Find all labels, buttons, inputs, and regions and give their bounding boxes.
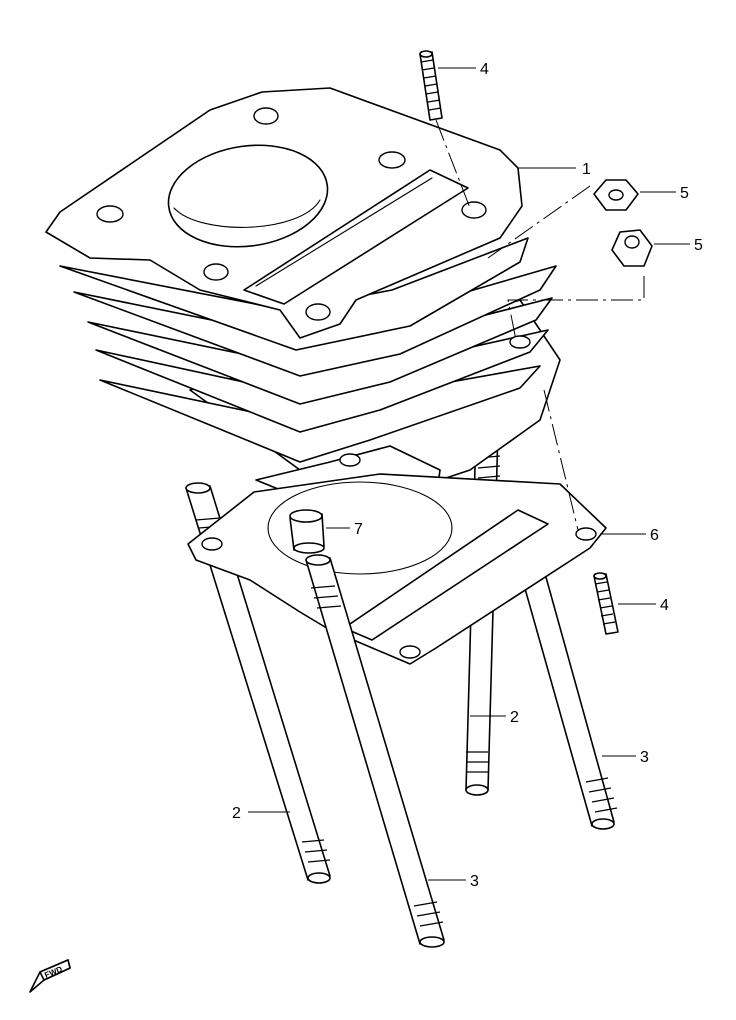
callout-3-center: 3 [470,873,479,890]
assembly-lines [435,119,645,531]
fwd-label: FWD [43,965,63,980]
cylinder-block [45,87,561,511]
stud-top [419,50,443,121]
callout-5-lower: 5 [694,237,703,254]
callout-4-top: 4 [480,61,489,78]
nut-lower [611,229,653,267]
callout-4-side: 4 [660,597,669,614]
stud-short-center [305,554,445,948]
callout-3-right: 3 [640,749,649,766]
callout-7: 7 [354,521,363,538]
callout-5-upper: 5 [680,185,689,202]
stud-side [593,572,619,635]
fwd-arrow-icon: FWD [29,959,71,993]
callout-2-right: 2 [510,709,519,726]
dowel-pin [289,509,325,554]
callout-1: 1 [582,161,591,178]
stud-long-left [185,482,331,884]
leader-lines [248,67,690,881]
callout-2-left: 2 [232,805,241,822]
callout-6: 6 [650,527,659,544]
nut-upper [593,179,639,211]
